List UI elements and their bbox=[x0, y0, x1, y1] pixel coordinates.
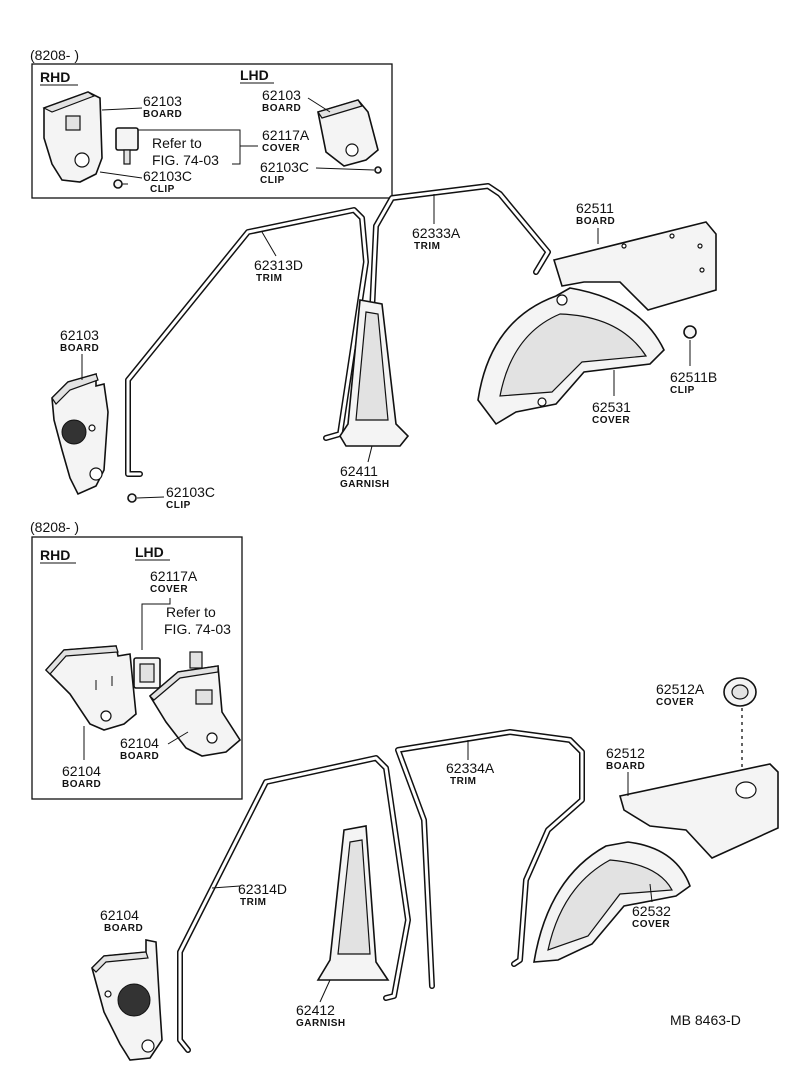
bottom-inset-refer-line1: Refer to bbox=[166, 604, 216, 620]
bottom-garnish-part bbox=[316, 825, 390, 981]
top-board-part bbox=[51, 372, 109, 496]
top-wheel-cover-nm: COVER bbox=[592, 415, 630, 426]
top-inset-rhd-board-nm: BOARD bbox=[143, 109, 182, 120]
bottom-quarter-board-nm: BOARD bbox=[606, 761, 645, 772]
top-inset-rhd-board-pn: 62103 bbox=[143, 93, 182, 109]
bottom-wheel-cover-nm: COVER bbox=[632, 919, 670, 930]
top-garnish-part bbox=[339, 299, 410, 447]
top-section: (8208- ) RHD LHD 62103 BOARD Refer to FI… bbox=[30, 47, 717, 511]
bottom-wheel-cover-part bbox=[533, 841, 691, 963]
top-date-note: (8208- ) bbox=[30, 47, 79, 63]
top-inset-rhd-clip-part bbox=[113, 179, 128, 189]
bottom-lhd-label: LHD bbox=[135, 544, 164, 560]
top-clip-part bbox=[127, 493, 137, 503]
bottom-rhd-label: RHD bbox=[40, 547, 70, 563]
top-inset-refer-line1: Refer to bbox=[152, 135, 202, 151]
top-inset-cover-part bbox=[115, 127, 139, 165]
bottom-trim-rear-pn: 62334A bbox=[446, 760, 495, 776]
bottom-section: (8208- ) RHD LHD 62117A COVER Refer to F… bbox=[30, 519, 779, 1061]
top-inset-box bbox=[31, 63, 393, 199]
top-inset-rhd-clip-nm: CLIP bbox=[150, 184, 175, 195]
top-inset-refer-line2: FIG. 74-03 bbox=[152, 152, 219, 168]
top-inset-rhd-clip-pn: 62103C bbox=[143, 168, 192, 184]
bottom-inset-box bbox=[31, 536, 243, 800]
bottom-inset-refer-line2: FIG. 74-03 bbox=[164, 621, 231, 637]
top-board-nm: BOARD bbox=[60, 343, 99, 354]
top-garnish-pn: 62411 bbox=[340, 463, 378, 479]
top-quarter-board-nm: BOARD bbox=[576, 216, 615, 227]
bottom-inset-cover-part bbox=[133, 657, 161, 689]
top-board-pn: 62103 bbox=[60, 327, 99, 343]
top-inset-lhd-clip-nm: CLIP bbox=[260, 175, 285, 186]
top-wheel-cover-part bbox=[477, 287, 665, 426]
bottom-inset-rhd-board-part bbox=[44, 645, 137, 731]
top-garnish-nm: GARNISH bbox=[340, 479, 390, 490]
bottom-wheel-cover-pn: 62532 bbox=[632, 903, 671, 919]
top-trim-front-nm: TRIM bbox=[256, 273, 282, 284]
bottom-board-pn: 62104 bbox=[100, 907, 139, 923]
bottom-inset-lhd-board-nm: BOARD bbox=[120, 751, 159, 762]
top-lhd-label: LHD bbox=[240, 67, 269, 83]
top-quarter-board-part bbox=[552, 221, 717, 311]
top-trim-front-part bbox=[125, 207, 369, 477]
top-inset-lhd-board-part bbox=[317, 99, 382, 174]
top-inset-lhd-board-pn: 62103 bbox=[262, 87, 301, 103]
top-inset-lhd-board-nm: BOARD bbox=[262, 103, 301, 114]
bottom-inset-lhd-board-part bbox=[148, 651, 242, 757]
bottom-trim-front-part bbox=[177, 755, 411, 1053]
top-inset-lhd-clip-pn: 62103C bbox=[260, 159, 309, 175]
top-quarter-board-pn: 62511 bbox=[576, 200, 614, 216]
top-trim-front-pn: 62313D bbox=[254, 257, 303, 273]
bottom-plug-part bbox=[723, 677, 757, 707]
bottom-trim-rear-part bbox=[395, 729, 585, 989]
top-quarter-clip-nm: CLIP bbox=[670, 385, 695, 396]
bottom-trim-front-pn: 62314D bbox=[238, 881, 287, 897]
bottom-quarter-board-part bbox=[618, 763, 779, 859]
bottom-board-part bbox=[91, 939, 163, 1061]
bottom-date-note: (8208- ) bbox=[30, 519, 79, 535]
bottom-inset-rhd-board-nm: BOARD bbox=[62, 779, 101, 790]
bottom-trim-front-nm: TRIM bbox=[240, 897, 266, 908]
bottom-garnish-pn: 62412 bbox=[296, 1002, 335, 1018]
top-trim-rear-part bbox=[363, 183, 551, 443]
diagram-code: MB 8463-D bbox=[670, 1012, 741, 1028]
top-inset-cover-nm: COVER bbox=[262, 143, 300, 154]
bottom-board-nm: BOARD bbox=[104, 923, 143, 934]
top-inset-cover-pn: 62117A bbox=[262, 127, 310, 143]
bottom-plug-pn: 62512A bbox=[656, 681, 705, 697]
top-trim-rear-pn: 62333A bbox=[412, 225, 461, 241]
bottom-plug-nm: COVER bbox=[656, 697, 694, 708]
bottom-inset-cover-pn: 62117A bbox=[150, 568, 198, 584]
bottom-trim-rear-nm: TRIM bbox=[450, 776, 476, 787]
top-wheel-cover-pn: 62531 bbox=[592, 399, 631, 415]
bottom-inset-rhd-board-pn: 62104 bbox=[62, 763, 101, 779]
top-clip-nm: CLIP bbox=[166, 500, 191, 511]
top-trim-rear-nm: TRIM bbox=[414, 241, 440, 252]
top-quarter-clip-part bbox=[683, 325, 697, 339]
bottom-inset-lhd-board-pn: 62104 bbox=[120, 735, 159, 751]
top-rhd-label: RHD bbox=[40, 69, 70, 85]
bottom-quarter-board-pn: 62512 bbox=[606, 745, 645, 761]
top-quarter-clip-pn: 62511B bbox=[670, 369, 717, 385]
top-inset-rhd-board-part bbox=[42, 91, 103, 183]
bottom-inset-cover-nm: COVER bbox=[150, 584, 188, 595]
top-clip-pn: 62103C bbox=[166, 484, 215, 500]
bottom-garnish-nm: GARNISH bbox=[296, 1018, 346, 1029]
